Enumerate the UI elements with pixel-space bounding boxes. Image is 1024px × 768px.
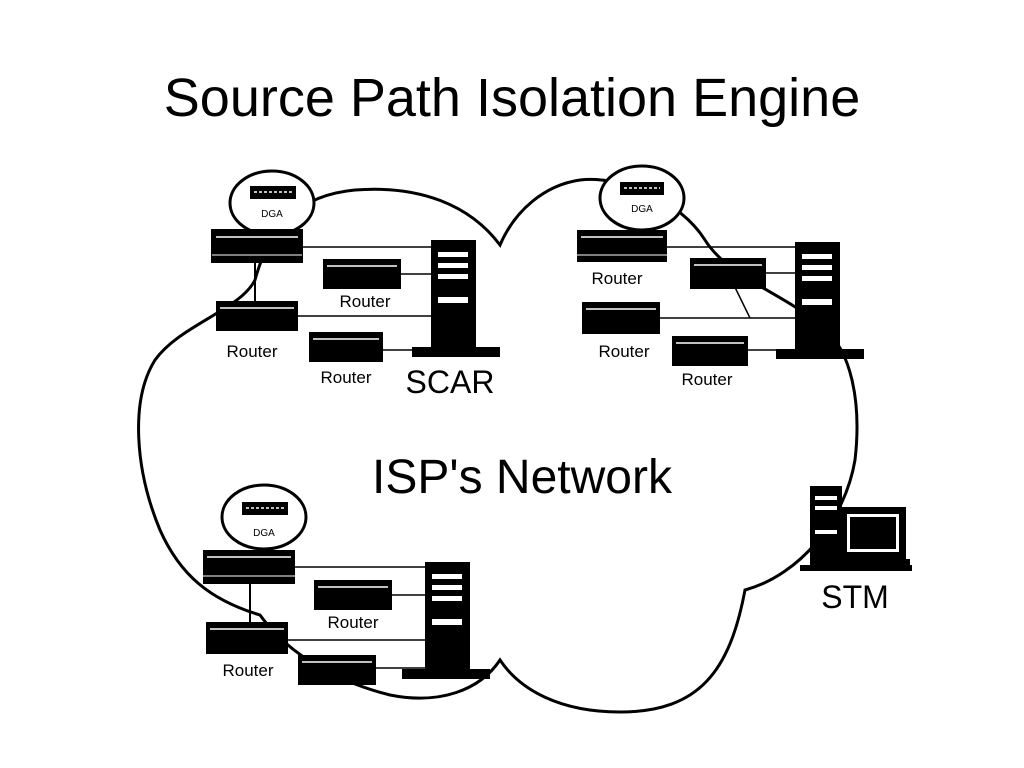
dga-label: DGA — [631, 204, 653, 215]
router-label: Router — [591, 269, 642, 288]
router-label: Router — [226, 342, 277, 361]
stm-node: STM — [800, 486, 912, 615]
router-icon — [672, 336, 748, 366]
router-icon — [323, 259, 401, 289]
router-icon — [309, 332, 383, 362]
server-icon — [795, 242, 840, 350]
scar-server-icon — [431, 240, 476, 348]
router-label: Router — [222, 661, 273, 680]
scar-label: SCAR — [406, 364, 495, 400]
dga-router-icon — [211, 229, 303, 263]
slide-title: Source Path Isolation Engine — [163, 68, 861, 128]
router-icon — [216, 301, 298, 331]
dga-bubble — [220, 483, 308, 551]
network-label: ISP's Network — [372, 451, 673, 504]
dga-router-icon — [203, 550, 295, 584]
dga-chip-icon — [250, 186, 296, 199]
router-label: Router — [320, 368, 371, 387]
router-icon — [582, 302, 660, 334]
router-label: Router — [327, 613, 378, 632]
cluster-top-right: DGA Router Router Router — [577, 164, 864, 389]
dga-router-icon — [577, 230, 667, 262]
dga-chip-icon — [242, 502, 288, 515]
dga-label: DGA — [253, 528, 275, 539]
server-icon — [425, 562, 470, 670]
router-label: Router — [598, 342, 649, 361]
dga-label: DGA — [261, 209, 283, 220]
cluster-bottom-left: DGA Router Router — [203, 483, 490, 685]
cluster-top-left: DGA Router Router Router SCAR — [211, 169, 500, 400]
dga-bubble — [598, 164, 686, 232]
router-label: Router — [339, 292, 390, 311]
router-icon — [206, 622, 288, 654]
router-icon — [314, 580, 392, 610]
stm-label: STM — [821, 579, 889, 615]
router-label: Router — [681, 370, 732, 389]
router-icon — [298, 655, 376, 685]
dga-bubble — [228, 169, 316, 237]
